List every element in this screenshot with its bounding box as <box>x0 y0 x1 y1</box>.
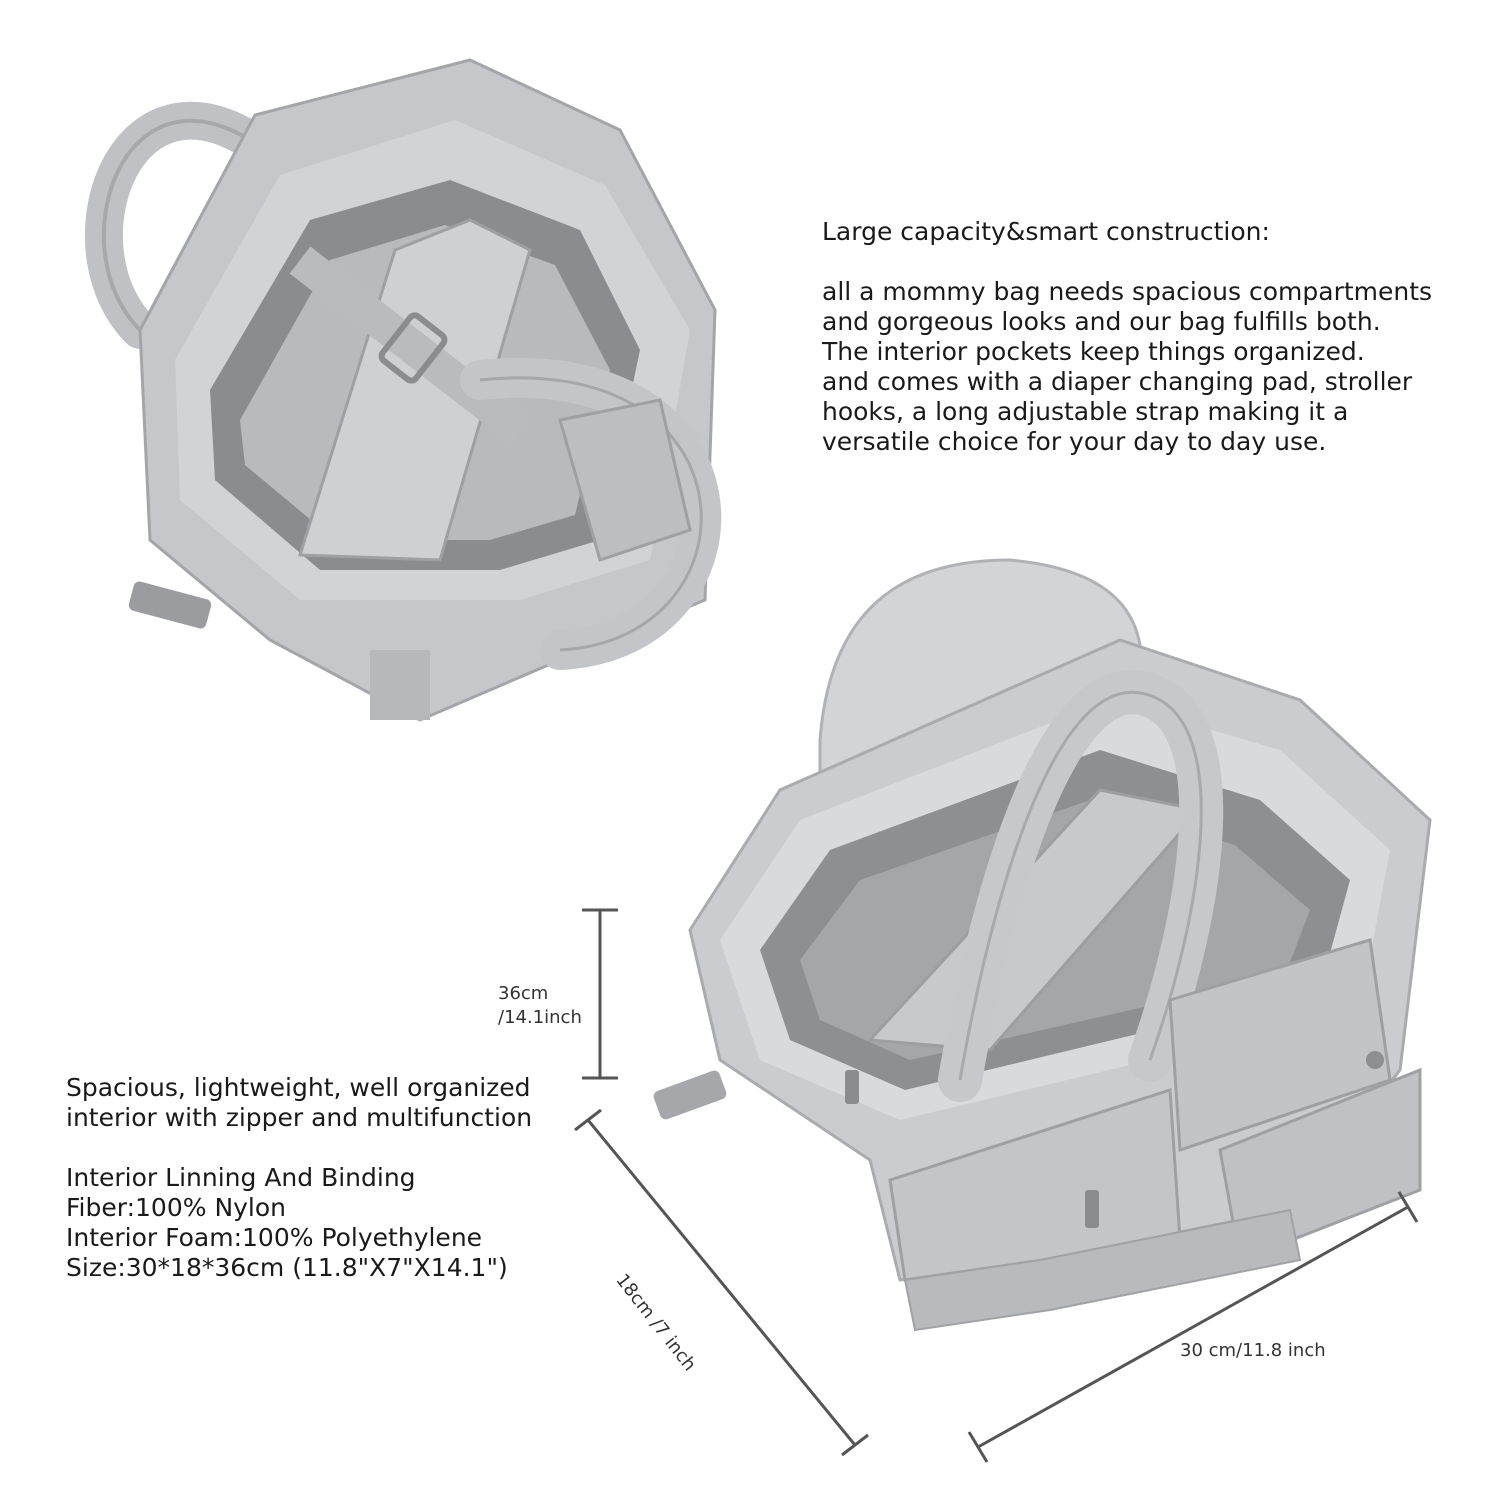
headline-line: hooks, a long adjustable strap making it… <box>822 397 1349 426</box>
headline-line: versatile choice for your day to day use… <box>822 427 1327 456</box>
width-dimension-line <box>977 1205 1409 1449</box>
spec-line: Size:30*18*36cm (11.8"X7"X14.1") <box>66 1253 508 1282</box>
spec-intro-line: interior with zipper and multifunction <box>66 1103 533 1132</box>
spec-line: Interior Foam:100% Polyethylene <box>66 1223 483 1252</box>
headline-block: Large capacity&smart construction: all a… <box>822 217 1432 457</box>
height-label-inch: /14.1inch <box>498 1007 582 1028</box>
dimension-lines <box>574 908 1419 1463</box>
height-label: 36cm /14.1inch <box>498 982 582 1030</box>
bag-top-view <box>84 58 722 722</box>
headline-title: Large capacity&smart construction: <box>822 217 1270 246</box>
spec-block: Spacious, lightweight, well organized in… <box>66 1073 532 1283</box>
headline-line: all a mommy bag needs spacious compartme… <box>822 277 1433 306</box>
headline-line: and comes with a diaper changing pad, st… <box>822 367 1413 396</box>
spec-line: Interior Linning And Binding <box>66 1163 416 1192</box>
width-label: 30 cm/11.8 inch <box>1180 1340 1326 1361</box>
spec-line: Fiber:100% Nylon <box>66 1193 287 1222</box>
headline-line: The interior pockets keep things organiz… <box>822 337 1365 366</box>
depth-dimension-line <box>586 1119 857 1446</box>
spec-intro-line: Spacious, lightweight, well organized <box>66 1073 531 1102</box>
headline-line: and gorgeous looks and our bag fulfills … <box>822 307 1381 336</box>
bag-angled-view <box>653 558 1432 1332</box>
height-label-cm: 36cm <box>498 983 549 1004</box>
